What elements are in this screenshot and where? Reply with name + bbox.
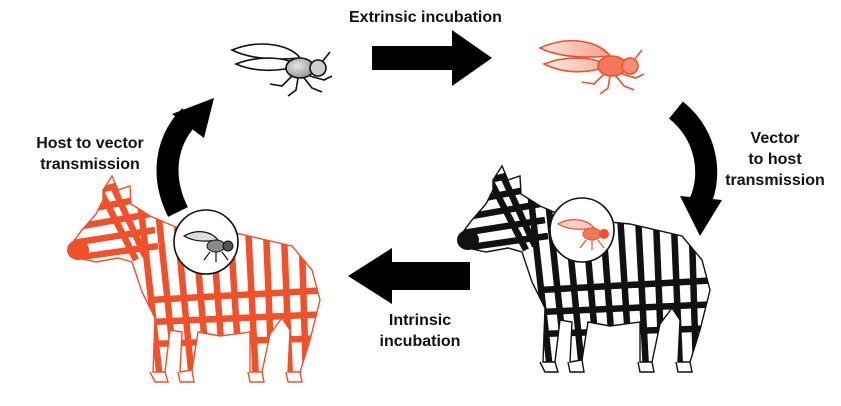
label-vector-to-host: Vector to host transmission: [700, 128, 841, 191]
label-intrinsic-incubation: Intrinsic incubation: [355, 310, 485, 352]
fly-icon: [232, 44, 332, 96]
zebra-red-icon: [60, 176, 330, 382]
arrow-intrinsic-incubation: [348, 248, 470, 304]
label-host-to-vector: Host to vector transmission: [6, 133, 174, 175]
fly-icon-red: [540, 41, 644, 94]
label-extrinsic-incubation: Extrinsic incubation: [349, 7, 502, 28]
fly-bubble-red: [550, 198, 614, 262]
arrow-host-to-vector: [168, 98, 214, 212]
arrow-extrinsic-incubation: [372, 30, 492, 86]
fly-bubble: [174, 210, 238, 274]
zebra-black-icon: [450, 166, 720, 372]
